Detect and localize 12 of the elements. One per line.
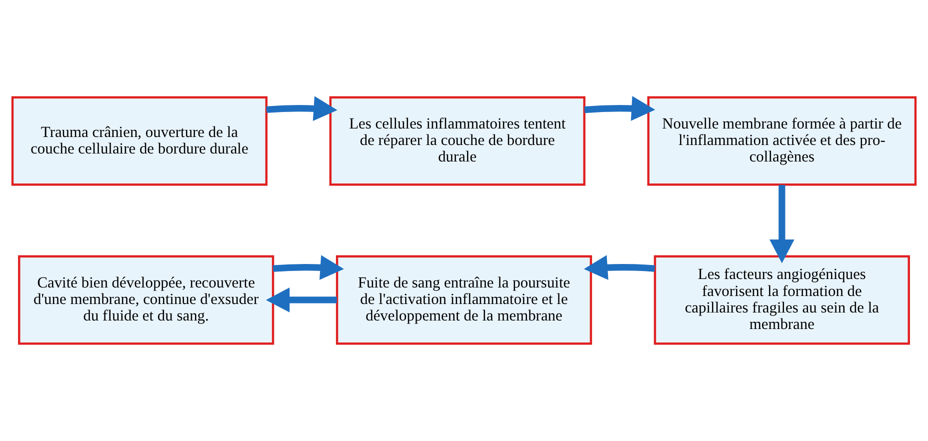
arrow	[584, 255, 656, 280]
node-box: Les cellules inflammatoires tentent de réparer la couche de bordure durale	[329, 96, 586, 186]
node-box: Nouvelle membrane formée à partir de l'inflammation activée et des pro-collagènes	[647, 96, 917, 186]
arrow	[584, 96, 656, 121]
node-box: Fuite de sang entraîne la poursuite de l'activation inflammatoire et le développement de la membrane	[336, 255, 592, 345]
arrow	[266, 96, 338, 121]
node-box: Trauma crânien, ouverture de la couche cellulaire de bordure durale	[11, 96, 268, 186]
node-box: Les facteurs angiogéniques favorisent la formation de capillaires fragiles au sein de la membrane	[654, 255, 910, 345]
arrow	[266, 288, 337, 312]
node-box: Cavité bien développée, recouverte d'une membrane, continue d'exsuder du fluide et du sang.	[18, 255, 274, 345]
arrow	[770, 184, 794, 264]
arrow	[272, 255, 344, 280]
